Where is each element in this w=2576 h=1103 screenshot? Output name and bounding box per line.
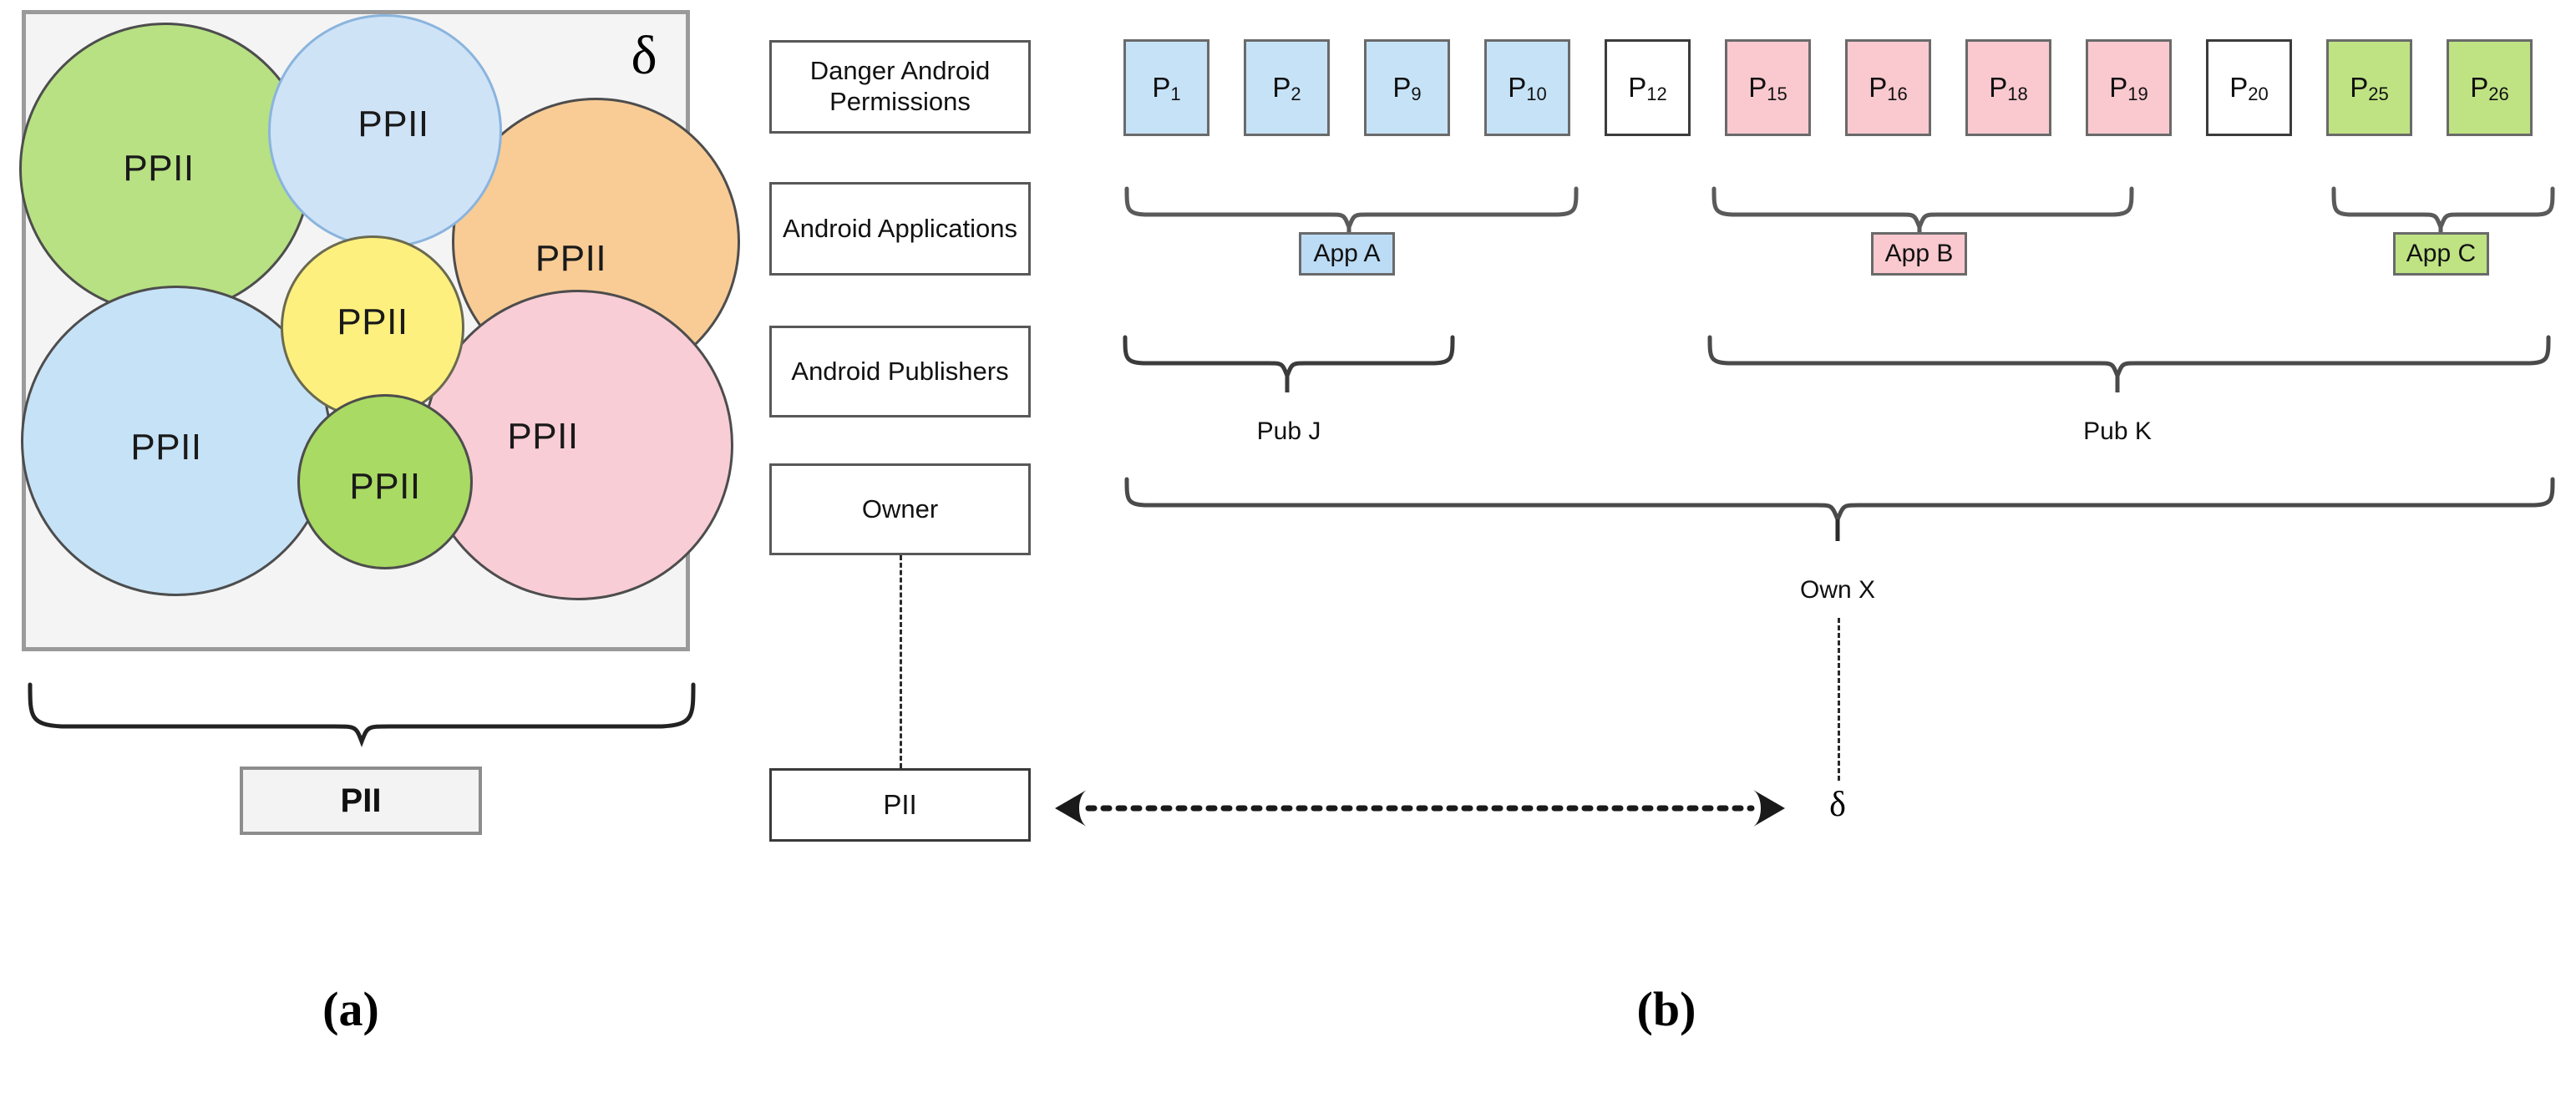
owner-to-pii-connector bbox=[900, 555, 902, 768]
publisher-label-pub-j: Pub J bbox=[1205, 417, 1372, 446]
row-label-text: Danger Android Permissions bbox=[809, 56, 991, 116]
permission-box-p16[interactable]: P16 bbox=[1845, 39, 1931, 136]
permission-label: P2 bbox=[1272, 72, 1301, 104]
panel-a-pii-box: PII bbox=[240, 767, 482, 835]
brace-pub-k bbox=[1707, 335, 2551, 392]
venn-circle-green-small: PPII bbox=[297, 394, 473, 569]
brace-pub-j bbox=[1123, 335, 1455, 392]
app-chip-app-c[interactable]: App C bbox=[2393, 232, 2489, 276]
row-label-owner: Owner bbox=[769, 463, 1031, 555]
permission-label: P10 bbox=[1508, 72, 1547, 104]
permission-box-p19[interactable]: P19 bbox=[2086, 39, 2172, 136]
permission-label: P12 bbox=[1628, 72, 1667, 104]
venn-circle-orange-label: PPII bbox=[535, 237, 607, 279]
brace-owner bbox=[1124, 477, 2555, 541]
permission-box-p2[interactable]: P2 bbox=[1244, 39, 1330, 136]
app-chip-app-a[interactable]: App A bbox=[1299, 232, 1395, 276]
row-label-text: Android Applications bbox=[783, 213, 1017, 243]
permission-label: P20 bbox=[2229, 72, 2269, 104]
venn-circle-blue-large: PPII bbox=[21, 286, 332, 596]
delta-symbol-panel-b: δ bbox=[1829, 786, 1846, 824]
venn-circle-pink-label: PPII bbox=[507, 416, 579, 457]
figure-caption-a: (a) bbox=[322, 982, 379, 1036]
venn-circle-yellow-label: PPII bbox=[337, 301, 408, 342]
permission-label: P1 bbox=[1152, 72, 1181, 104]
permission-box-p25[interactable]: P25 bbox=[2326, 39, 2412, 136]
publisher-label-text: Pub K bbox=[2083, 417, 2152, 445]
row-label-android-publishers: Android Publishers bbox=[769, 326, 1031, 417]
venn-diagram-frame: PPII PPII PPII PPII PPII PPII PPII δ bbox=[19, 10, 740, 651]
row-label-danger-android-permissions: Danger Android Permissions bbox=[769, 40, 1031, 134]
venn-circle-yellow: PPII bbox=[281, 235, 464, 419]
venn-circle-blue-large-label: PPII bbox=[130, 427, 202, 468]
row-label-android-applications: Android Applications bbox=[769, 182, 1031, 276]
permission-box-p12[interactable]: P12 bbox=[1605, 39, 1691, 136]
app-chip-label: App C bbox=[2406, 240, 2477, 267]
owner-label-own-x: Own X bbox=[1754, 576, 1921, 605]
permission-box-p15[interactable]: P15 bbox=[1725, 39, 1811, 136]
row-label-text: Owner bbox=[861, 493, 939, 524]
permission-box-p20[interactable]: P20 bbox=[2206, 39, 2292, 136]
permission-box-p18[interactable]: P18 bbox=[1965, 39, 2051, 136]
ownx-to-delta-connector bbox=[1838, 618, 1840, 781]
venn-circle-blue-top: PPII bbox=[268, 14, 502, 248]
owner-label-text: Own X bbox=[1799, 576, 1876, 604]
app-chip-label: App A bbox=[1313, 240, 1381, 267]
venn-circle-green-large-label: PPII bbox=[123, 148, 195, 189]
permission-label: P15 bbox=[1748, 72, 1787, 104]
permission-label: P9 bbox=[1392, 72, 1422, 104]
venn-brace bbox=[28, 682, 696, 747]
publisher-label-pub-k: Pub K bbox=[2034, 417, 2201, 446]
publisher-label-text: Pub J bbox=[1256, 417, 1321, 445]
delta-symbol-panel-a: δ bbox=[631, 25, 657, 86]
row-label-text: Android Publishers bbox=[791, 356, 1009, 386]
panel-a-pii-label: PII bbox=[340, 782, 382, 819]
venn-circle-green-large: PPII bbox=[19, 23, 312, 315]
venn-circle-blue-top-label: PPII bbox=[357, 104, 429, 144]
permission-box-p9[interactable]: P9 bbox=[1364, 39, 1450, 136]
permission-label: P26 bbox=[2470, 72, 2509, 104]
permission-box-p10[interactable]: P10 bbox=[1484, 39, 1570, 136]
permission-label: P18 bbox=[1989, 72, 2028, 104]
permission-label: P16 bbox=[1869, 72, 1908, 104]
venn-circle-green-small-label: PPII bbox=[349, 466, 421, 507]
permission-box-p1[interactable]: P1 bbox=[1123, 39, 1209, 136]
permission-label: P25 bbox=[2350, 72, 2389, 104]
venn-circle-pink: PPII bbox=[423, 290, 733, 600]
panel-b-pii-box: PII bbox=[769, 768, 1031, 842]
app-chip-app-b[interactable]: App B bbox=[1871, 232, 1967, 276]
permission-box-p26[interactable]: P26 bbox=[2447, 39, 2533, 136]
app-chip-label: App B bbox=[1884, 240, 1954, 267]
permission-label: P19 bbox=[2109, 72, 2148, 104]
panel-b-pii-label: PII bbox=[883, 789, 917, 820]
pii-delta-double-arrow bbox=[1055, 790, 1785, 827]
figure-caption-b: (b) bbox=[1636, 982, 1696, 1036]
